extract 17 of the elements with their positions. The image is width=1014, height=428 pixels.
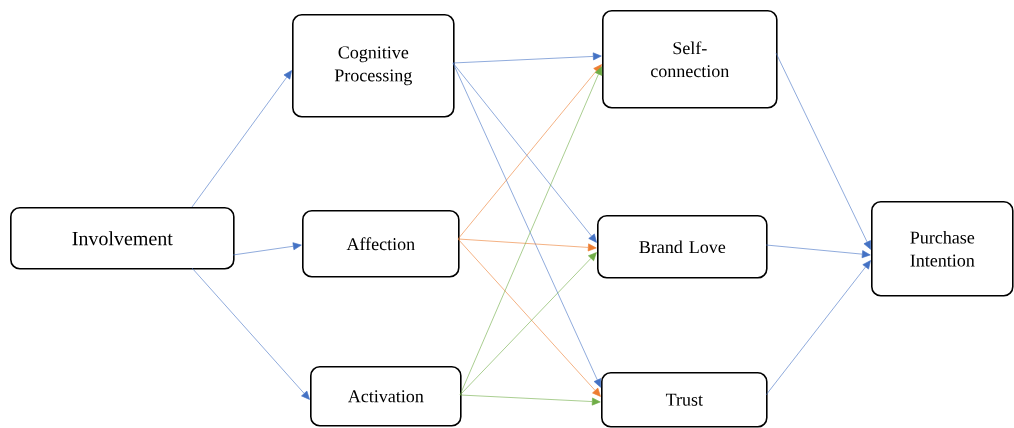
process-box: Brand Love	[597, 215, 768, 279]
arrow	[457, 238, 597, 252]
process-box: Purchase Intention	[871, 201, 1014, 297]
arrow	[452, 52, 602, 64]
arrow	[775, 52, 871, 250]
arrow	[191, 267, 310, 400]
arrow	[765, 260, 871, 396]
process-box: Involvement	[10, 207, 235, 270]
process-box: Trust	[601, 372, 768, 428]
arrow	[232, 242, 302, 256]
process-box: Cognitive Processing	[292, 14, 455, 118]
arrow	[765, 244, 871, 259]
arrow	[459, 394, 601, 406]
process-box: Self-connection	[602, 10, 778, 109]
arrow	[191, 70, 292, 208]
process-box: Affection	[302, 210, 460, 278]
process-box: Activation	[310, 366, 462, 427]
